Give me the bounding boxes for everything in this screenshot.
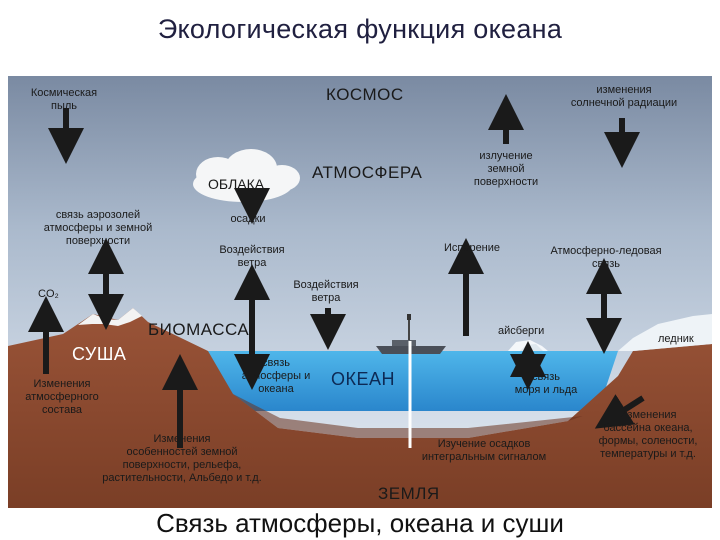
label-precipitation: осадки (230, 213, 265, 225)
label-atm-ice-2: связь (592, 258, 620, 270)
ocean-ecology-diagram: КОСМОС АТМОСФЕРА ОБЛАКА БИОМАССА СУША ОК… (8, 76, 712, 508)
label-sediments-1: Изучение осадков (438, 438, 531, 450)
label-biomassa: БИОМАССА (148, 320, 249, 339)
label-kosmos: КОСМОС (326, 85, 404, 104)
label-wind2-2: ветра (312, 292, 342, 304)
label-atm-comp-2: атмосферного (25, 391, 98, 403)
label-basin-2: бассейна океана, (603, 422, 692, 434)
label-aerosol-2: атмосферы и земной (44, 222, 152, 234)
label-surface-2: особенностей земной (126, 446, 237, 458)
label-radiation-3: поверхности (474, 176, 538, 188)
glacier (618, 314, 712, 351)
cloud-icon (193, 149, 300, 202)
label-surface-4: растительности, Альбедо и т.д. (102, 472, 261, 484)
label-sediments-2: интегральным сигналом (422, 451, 546, 463)
label-aerosol-3: поверхности (66, 235, 130, 247)
label-atm-ice-1: Атмосферно-ледовая (550, 245, 661, 257)
label-solar-2: солнечной радиации (571, 97, 677, 109)
label-atmosfera: АТМОСФЕРА (312, 163, 423, 182)
label-atm-ocean-2: атмосферы и (242, 370, 311, 382)
label-sea-ice-2: моря и льда (515, 384, 578, 396)
label-aerosol-1: связь аэрозолей (56, 209, 140, 221)
label-radiation-2: земной (488, 163, 525, 175)
label-atm-comp-3: состава (42, 404, 83, 416)
arrow-ocean-basin (594, 394, 645, 429)
label-surface-3: поверхности, рельефа, (123, 459, 242, 471)
label-co2: CO₂ (38, 288, 59, 300)
slide-caption: Связь атмосферы, океана и суши (156, 508, 564, 538)
label-basin-4: температуры и т.д. (600, 448, 696, 460)
label-cosmic-dust-1: Космическая (31, 87, 97, 99)
label-atm-comp-1: Изменения (34, 378, 91, 390)
label-sea-ice-1: связь (532, 371, 560, 383)
ocean-floor-shade (233, 394, 598, 438)
label-solar-1: изменения (596, 84, 651, 96)
label-zemlya: ЗЕМЛЯ (378, 484, 440, 503)
arrows (28, 94, 645, 448)
label-basin-1: Изменения (620, 409, 677, 421)
label-cosmic-dust-2: пыль (51, 100, 77, 112)
page-title: Экологическая функция океана (157, 14, 563, 44)
label-surface-1: Изменения (154, 433, 211, 445)
label-atm-ocean-1: связь (262, 357, 290, 369)
label-oblaka: ОБЛАКА (208, 176, 265, 192)
label-atm-ocean-3: океана (258, 383, 294, 395)
label-wind1-2: ветра (238, 257, 268, 269)
label-wind1-1: Воздействия (219, 244, 284, 256)
label-radiation-1: излучение (479, 150, 532, 162)
label-glacier: ледник (658, 333, 694, 345)
label-wind2-1: Воздействия (293, 279, 358, 291)
label-evaporation: Испарение (444, 242, 500, 254)
label-susha: СУША (72, 344, 126, 364)
label-basin-3: формы, солености, (599, 435, 698, 447)
label-okean: ОКЕАН (331, 369, 395, 389)
label-icebergs: айсберги (498, 325, 544, 337)
